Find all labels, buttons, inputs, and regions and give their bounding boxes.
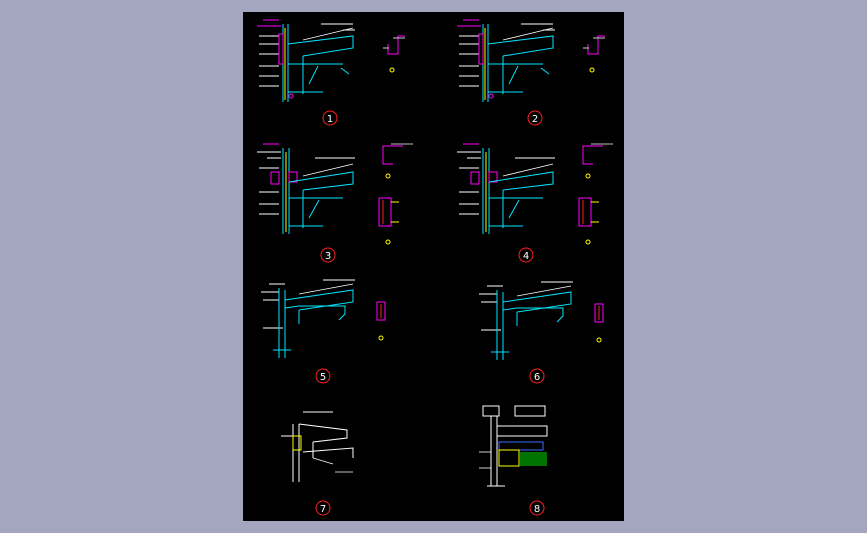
detail-7-number: 7	[320, 504, 326, 515]
detail-drawings: 1 2 3 4	[256, 19, 614, 516]
detail-4: 4	[456, 143, 614, 263]
detail-2: 2	[456, 19, 606, 126]
detail-3: 3	[256, 143, 414, 263]
detail-1: 1	[256, 19, 406, 126]
detail-8: 8	[479, 405, 548, 516]
drawing-sheet: 1 2 3 4	[243, 12, 624, 521]
detail-6: 6	[478, 281, 604, 384]
detail-3-number: 3	[325, 251, 331, 262]
detail-6-number: 6	[534, 372, 540, 383]
detail-5: 5	[260, 279, 386, 384]
detail-7: 7	[281, 411, 354, 516]
detail-2-number: 2	[532, 114, 538, 125]
detail-8-number: 8	[534, 504, 540, 515]
detail-5-number: 5	[320, 372, 326, 383]
detail-1-number: 1	[327, 114, 333, 125]
detail-4-number: 4	[523, 251, 529, 262]
